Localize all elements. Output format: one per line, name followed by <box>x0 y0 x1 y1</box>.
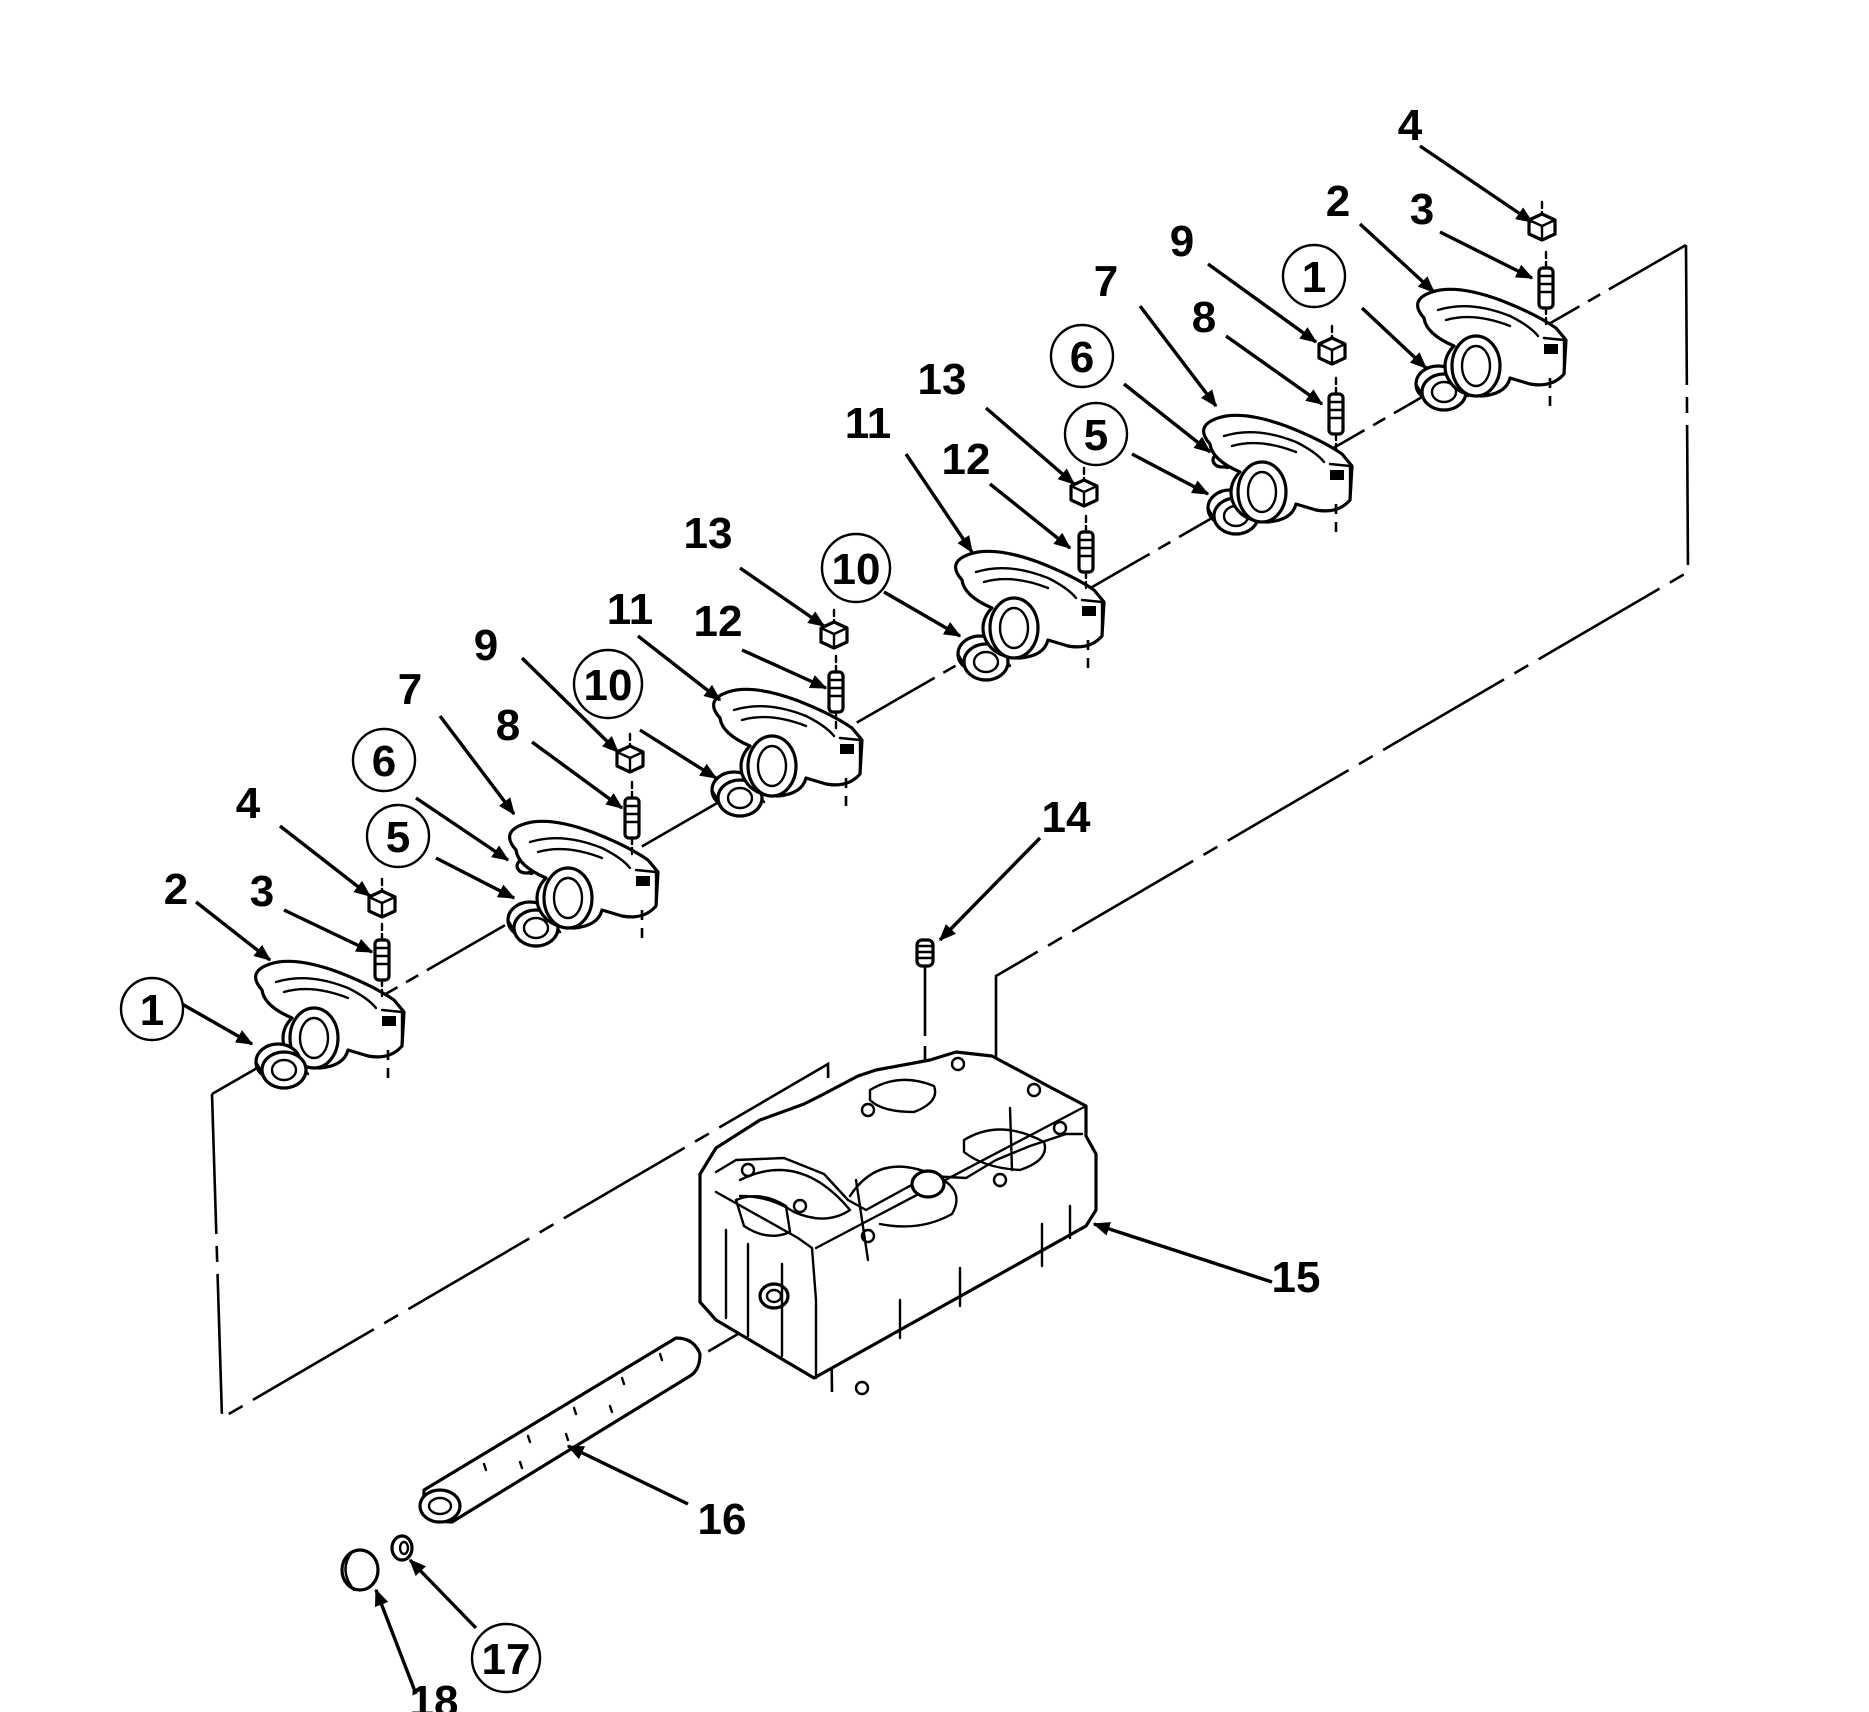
callout-10-right-label: 10 <box>832 545 881 594</box>
callout-3-left-label: 3 <box>250 867 274 916</box>
callout-11-right-label: 11 <box>845 399 892 448</box>
callout-10-right: 10 <box>820 532 892 604</box>
callout-7-left: 7 <box>398 665 422 714</box>
callout-3-left: 3 <box>250 867 274 916</box>
callout-1-left: 1 <box>119 976 185 1042</box>
callout-6-right: 6 <box>1049 323 1115 389</box>
callout-1-right-label: 1 <box>1302 253 1326 302</box>
callout-18: 18 <box>410 1677 459 1712</box>
adjusting-screw-right-12 <box>1077 514 1095 590</box>
callout-8-left-label: 8 <box>496 701 520 750</box>
callout-14: 14 <box>1042 793 1091 842</box>
lock-nut-left-1 <box>367 877 397 919</box>
leader-lines <box>181 144 1534 1695</box>
lock-nut-left-13 <box>819 608 849 650</box>
callout-5-right-label: 5 <box>1084 411 1108 460</box>
callout-2-right-label: 2 <box>1326 177 1350 226</box>
callout-8-right-label: 8 <box>1192 293 1216 342</box>
callout-8-left: 8 <box>496 701 520 750</box>
callout-9-left-label: 9 <box>474 621 498 670</box>
callout-3-right-label: 3 <box>1410 185 1434 234</box>
callout-5-left-label: 5 <box>386 813 410 862</box>
callout-10-left-label: 10 <box>584 661 633 710</box>
callout-11-left: 11 <box>607 585 654 634</box>
plug-18 <box>340 1548 380 1592</box>
callout-15: 15 <box>1272 1253 1321 1302</box>
callout-12-left-label: 12 <box>694 597 743 646</box>
callout-9-right: 9 <box>1170 217 1194 266</box>
callout-4-left: 4 <box>236 779 261 828</box>
set-screw-14 <box>915 938 935 968</box>
rocker-housing-15 <box>698 1050 1098 1396</box>
callout-17-label: 17 <box>482 1635 531 1684</box>
callout-2-left-label: 2 <box>164 865 188 914</box>
callout-12-right-label: 12 <box>942 435 991 484</box>
callout-13-left: 13 <box>684 509 733 558</box>
callout-13-right: 13 <box>918 355 967 404</box>
callout-16-label: 16 <box>698 1495 747 1544</box>
lock-nut-right-4 <box>1527 200 1557 242</box>
reference-line-right <box>994 244 1690 1136</box>
callout-15-label: 15 <box>1272 1253 1321 1302</box>
callout-13-left-label: 13 <box>684 509 733 558</box>
callout-4-right: 4 <box>1398 101 1423 150</box>
callout-7-left-label: 7 <box>398 665 422 714</box>
callout-4-right-label: 4 <box>1398 101 1423 150</box>
callout-14-label: 14 <box>1042 793 1091 842</box>
callout-2-right: 2 <box>1326 177 1350 226</box>
lock-nut-left-9 <box>615 732 645 774</box>
callout-2-left: 2 <box>164 865 188 914</box>
callout-12-right: 12 <box>942 435 991 484</box>
callout-1-left-label: 1 <box>140 986 164 1035</box>
adjusting-screw-right-3 <box>1537 250 1555 326</box>
callout-1-right: 1 <box>1281 243 1347 309</box>
callout-7-right-label: 7 <box>1094 257 1118 306</box>
adjusting-screw-left-1 <box>373 922 391 998</box>
callout-13-right-label: 13 <box>918 355 967 404</box>
callout-5-left: 5 <box>365 803 431 869</box>
callout-7-right: 7 <box>1094 257 1118 306</box>
callout-5-right: 5 <box>1063 401 1129 467</box>
callout-11-left-label: 11 <box>607 585 654 634</box>
callout-9-right-label: 9 <box>1170 217 1194 266</box>
callout-8-right: 8 <box>1192 293 1216 342</box>
rocker-shaft-16 <box>418 1336 702 1524</box>
callout-12-left: 12 <box>694 597 743 646</box>
washer-17 <box>390 1534 414 1562</box>
callout-3-right: 3 <box>1410 185 1434 234</box>
lock-nut-right-13 <box>1069 466 1099 508</box>
callout-6-left-label: 6 <box>372 737 396 786</box>
callout-18-label: 18 <box>410 1677 459 1712</box>
callout-4-left-label: 4 <box>236 779 261 828</box>
callout-17: 17 <box>470 1622 542 1694</box>
callout-6-right-label: 6 <box>1070 333 1094 382</box>
callout-16: 16 <box>698 1495 747 1544</box>
callout-9-left: 9 <box>474 621 498 670</box>
adjusting-screw-right-8 <box>1327 376 1345 452</box>
callout-11-right: 11 <box>845 399 892 448</box>
callout-10-left: 10 <box>572 648 644 720</box>
lock-nut-right-9 <box>1317 324 1347 366</box>
adjusting-screw-left-8 <box>623 780 641 856</box>
callout-6-left: 6 <box>351 727 417 793</box>
